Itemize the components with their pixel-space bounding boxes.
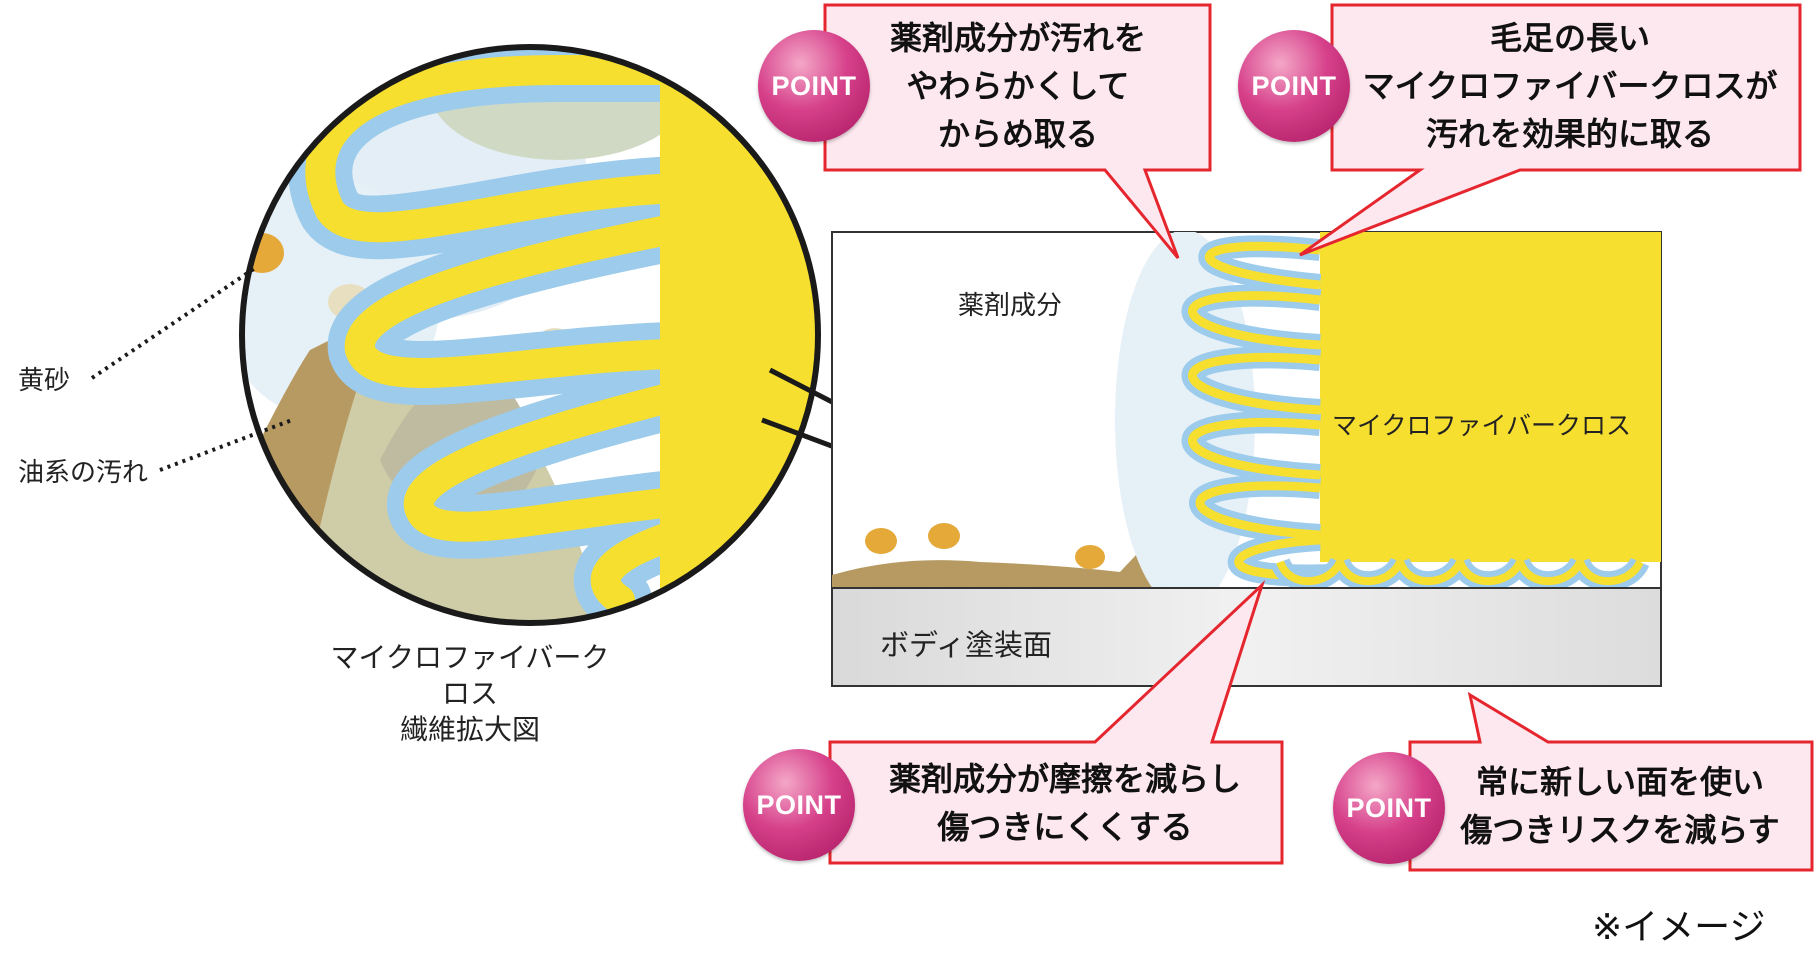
label-yellow-sand: 黄砂: [18, 366, 71, 396]
callout-4-line-2: 傷つきリスクを減らす: [1460, 811, 1780, 849]
cross-section-panel: [831, 231, 1662, 687]
callout-3-box: [828, 579, 1284, 865]
label-oil-dirt: 油系の汚れ: [18, 458, 149, 488]
callout-1-box: [823, 3, 1212, 259]
callout-2-line-3: 汚れを効果的に取る: [1425, 115, 1714, 153]
callout-4-text: 常に新しい面を使い 傷つきリスクを減らす: [1440, 758, 1800, 854]
callout-2-text: 毛足の長い マイクロファイバークロスが 汚れを効果的に取る: [1350, 14, 1790, 158]
callout-4-line-1: 常に新しい面を使い: [1475, 763, 1764, 801]
callout-1-line-1: 薬剤成分が汚れを: [889, 19, 1146, 57]
callout-3-line-2: 傷つきにくくする: [937, 808, 1193, 846]
point-badge-2: POINT: [1238, 30, 1350, 142]
sand-leader: [90, 266, 257, 380]
image-note: ※イメージ: [1592, 907, 1766, 948]
callout-2-box: [1299, 3, 1802, 257]
callout-3-line-1: 薬剤成分が摩擦を減らし: [888, 760, 1241, 798]
callout-4-box: [1408, 691, 1814, 872]
magnified-caption: マイクロファイバークロス 繊維拡大図: [320, 640, 620, 748]
point-badge-4: POINT: [1333, 752, 1445, 864]
caption-line-2: 繊維拡大図: [399, 713, 540, 746]
callout-2-line-2: マイクロファイバークロスが: [1362, 67, 1778, 105]
callout-1-line-2: やわらかくして: [906, 67, 1130, 105]
sand-particle: [242, 233, 284, 273]
label-microfiber-cloth: マイクロファイバークロス: [1332, 411, 1632, 440]
callout-1-line-3: からめ取る: [937, 115, 1098, 153]
label-agent: 薬剤成分: [958, 291, 1063, 321]
label-body-surface: ボディ塗装面: [880, 628, 1052, 662]
callout-3-text: 薬剤成分が摩擦を減らし 傷つきにくくする: [850, 755, 1280, 851]
point-badge-3: POINT: [743, 749, 855, 861]
caption-line-1: マイクロファイバークロス: [330, 641, 610, 710]
callout-2-line-1: 毛足の長い: [1489, 19, 1650, 57]
callout-1-text: 薬剤成分が汚れを やわらかくして からめ取る: [858, 14, 1178, 158]
point-badge-1: POINT: [758, 30, 870, 142]
